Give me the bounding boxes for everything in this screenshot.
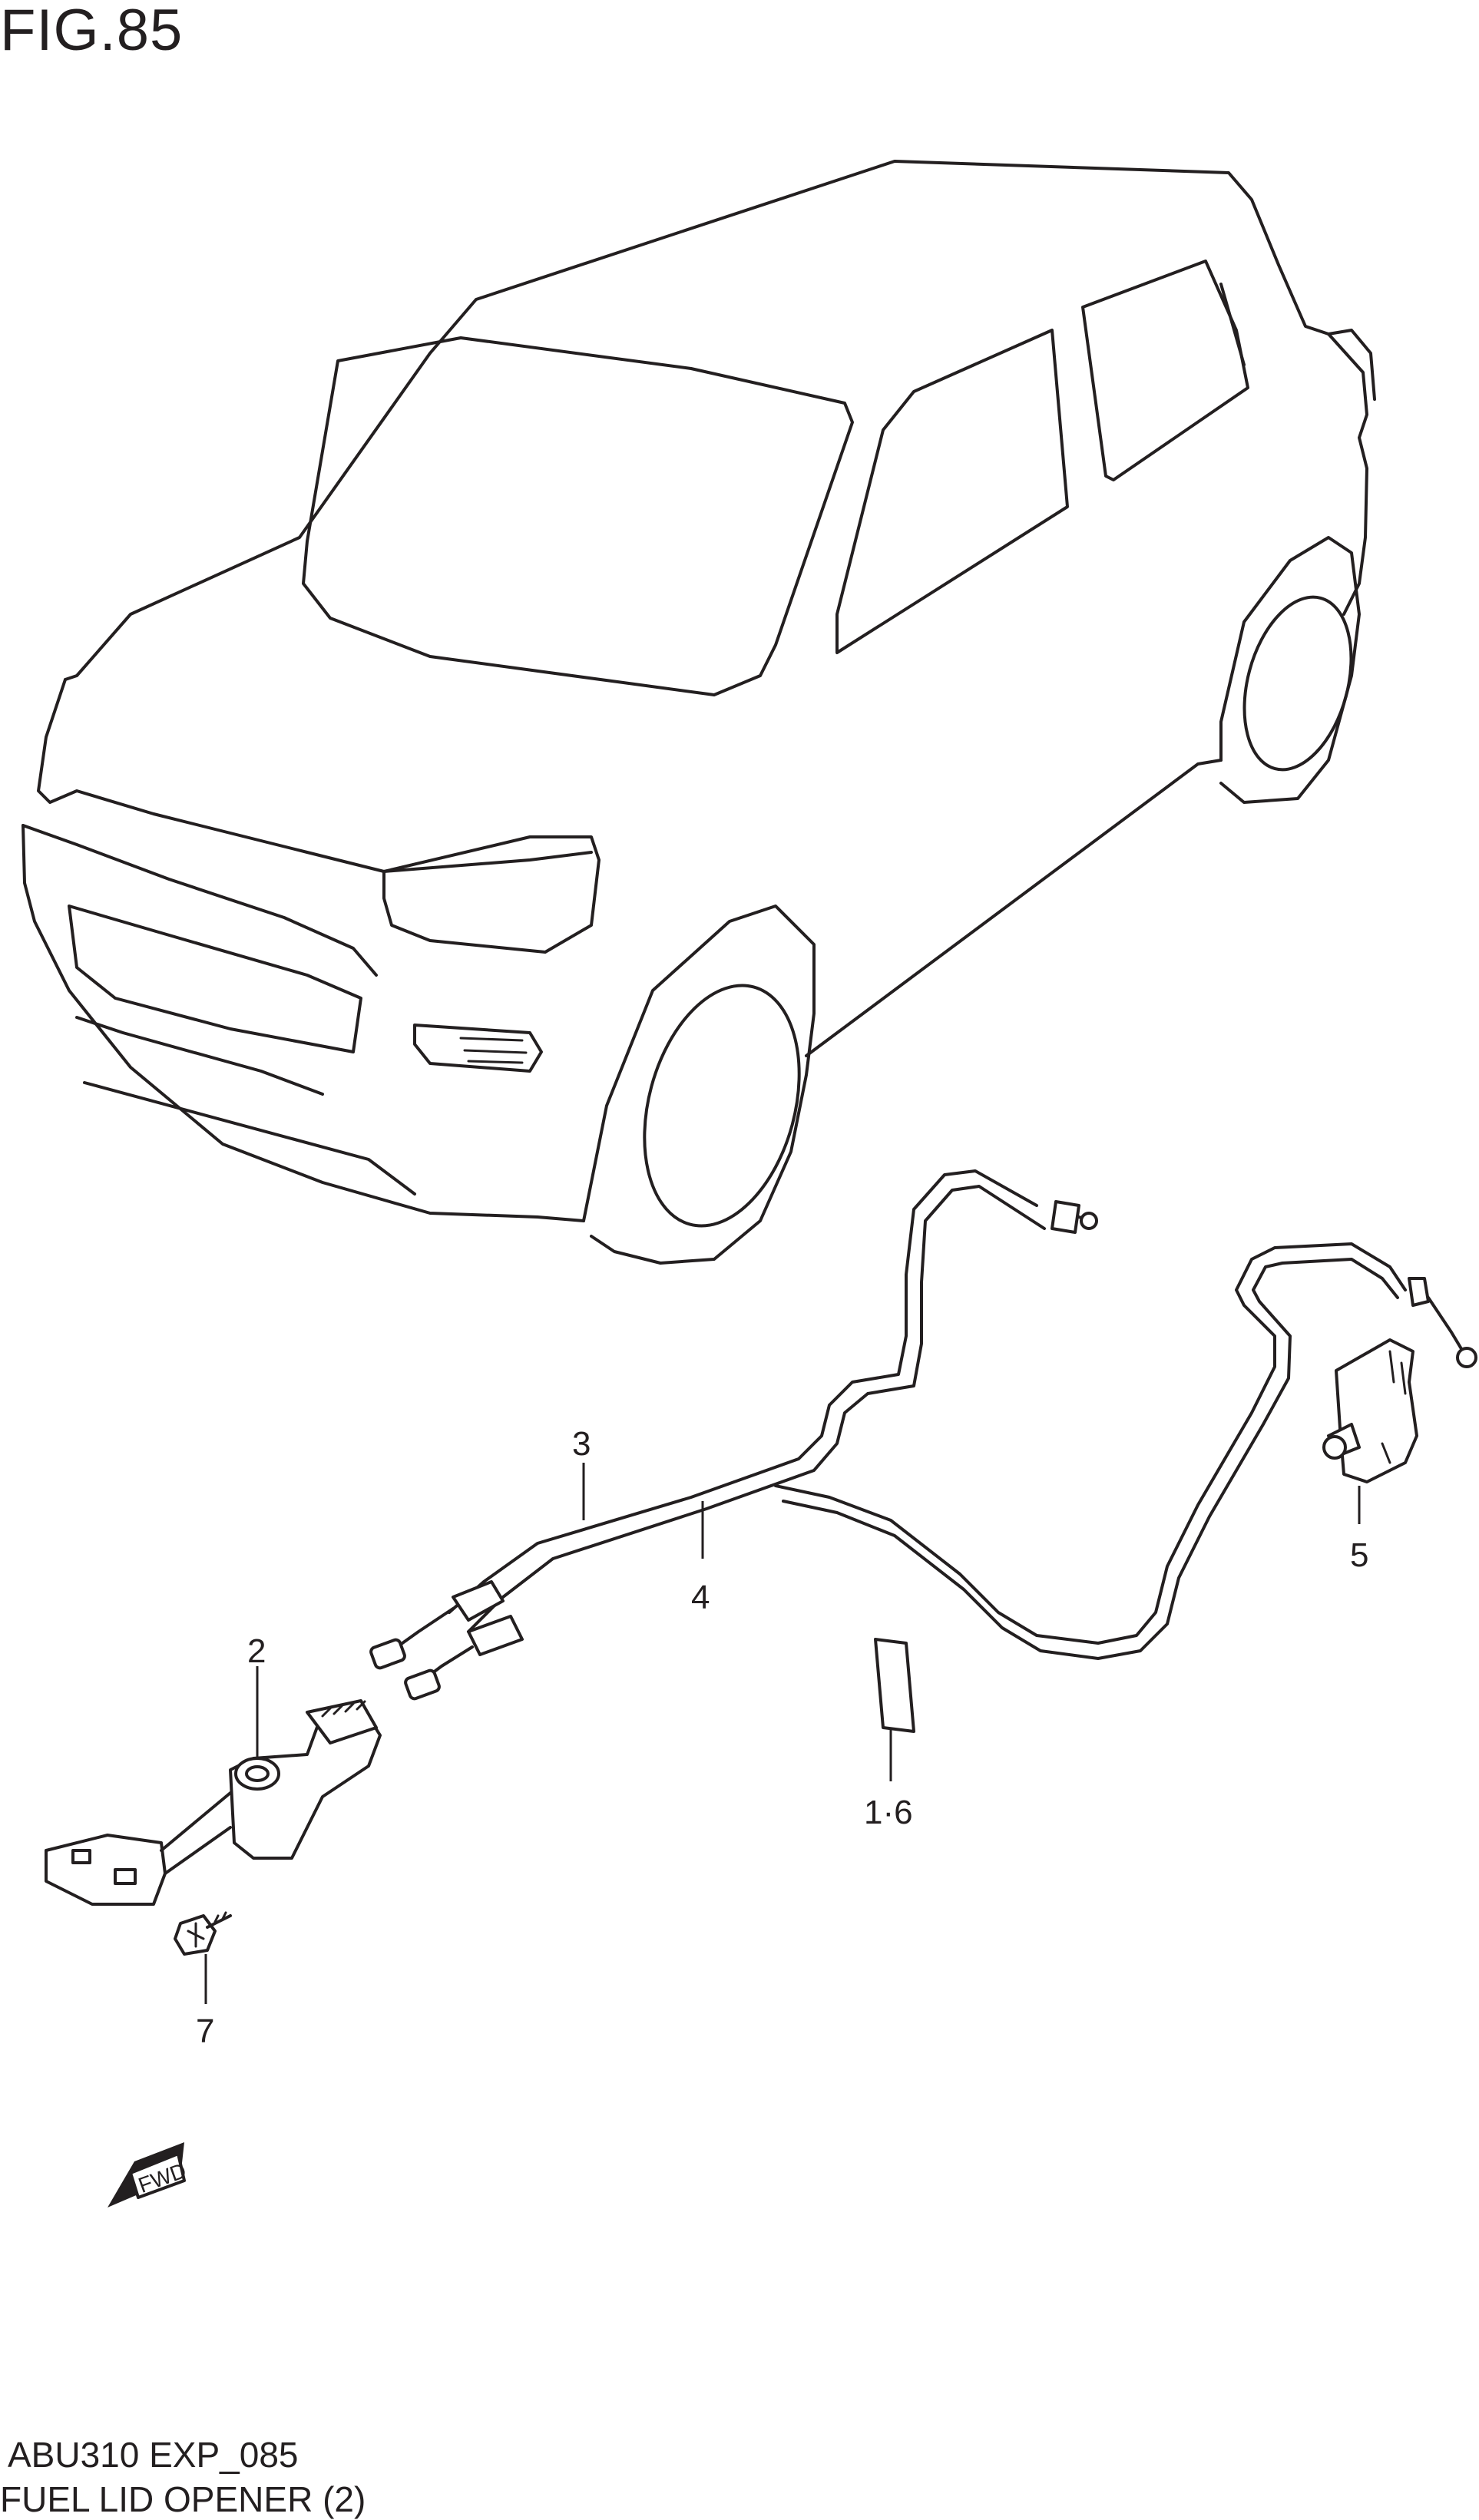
callout-4: 4 <box>691 1579 710 1616</box>
callout-2: 2 <box>247 1632 266 1670</box>
callout-leaders <box>204 1463 1361 2004</box>
callout-1-6: 1·6 <box>864 1794 913 1831</box>
vehicle-illustration <box>22 160 1376 1265</box>
callout-7: 7 <box>196 2012 214 2050</box>
cable-connectors <box>369 1580 524 1701</box>
callout-5: 5 <box>1350 1536 1368 1574</box>
diagram-title: FUEL LID OPENER (2) <box>0 2479 366 2519</box>
callout-labels: 3 4 5 1·6 2 7 <box>196 1425 1368 2050</box>
callout-3: 3 <box>572 1425 591 1463</box>
part-2-lever <box>45 1699 382 1906</box>
diagram-code: ABU310 EXP_085 <box>8 2435 299 2475</box>
part-1-6-label <box>874 1638 915 1733</box>
fwd-direction-badge: FWD <box>108 2142 190 2207</box>
part-5-lid-actuator <box>1322 1338 1418 1483</box>
part-7-bolt <box>174 1911 232 1956</box>
cable-4 <box>774 1242 1477 1660</box>
cable-3 <box>448 1169 1098 1633</box>
figure-title: FIG.85 <box>0 0 184 63</box>
